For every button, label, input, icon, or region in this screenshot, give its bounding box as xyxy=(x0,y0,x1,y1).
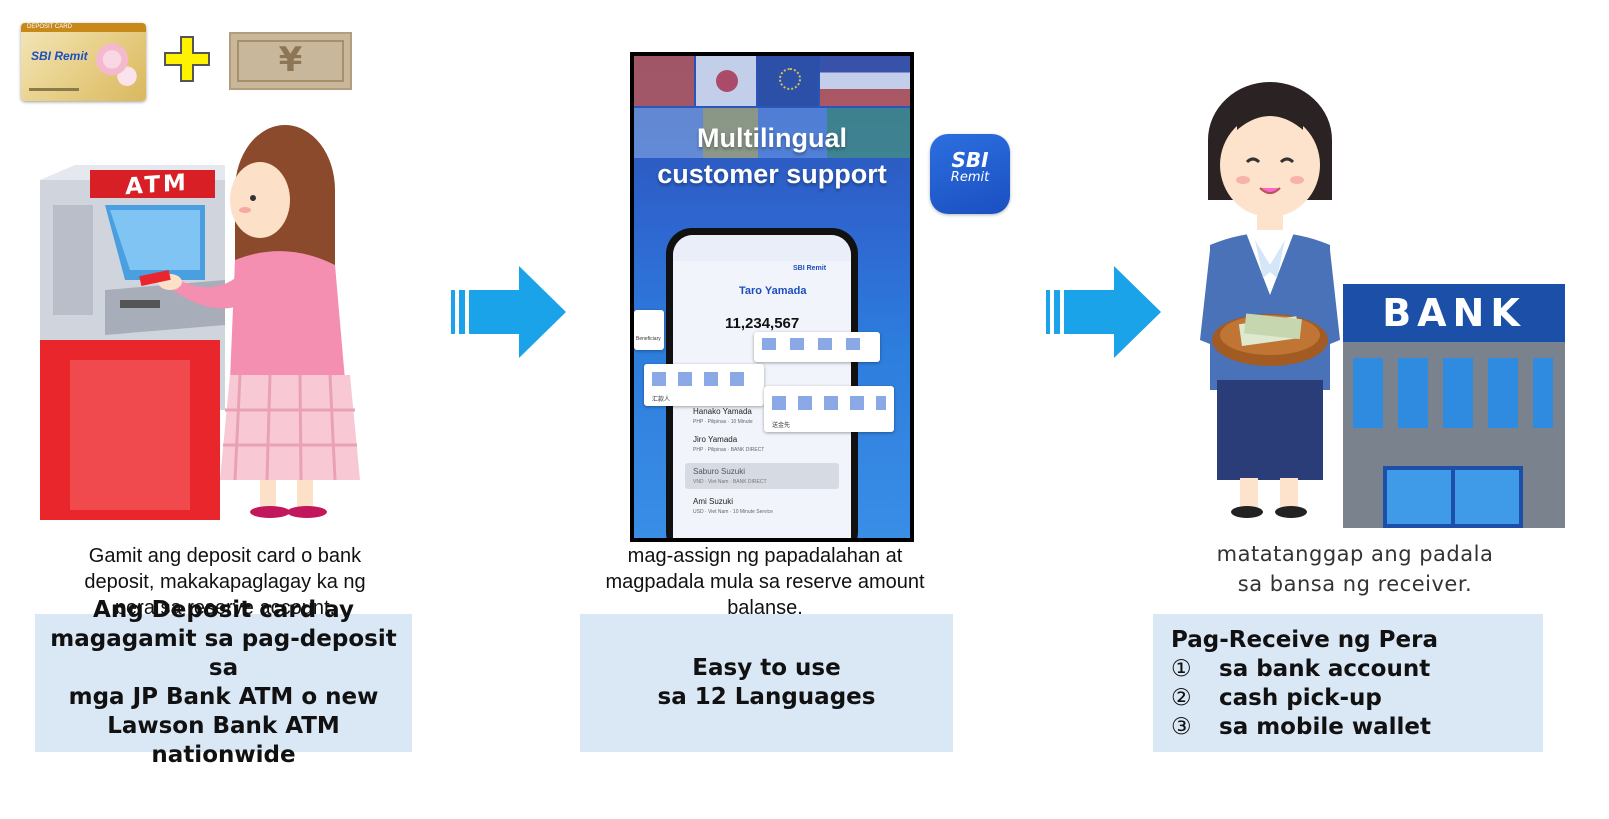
caption-line: magpadala mula sa reserve amount xyxy=(605,571,925,593)
caption-line: deposit, makakapaglagay ka ng xyxy=(84,571,366,593)
box-line: Ang Deposit card ay xyxy=(93,597,354,623)
caption-app: mag-assign ng papadalahan at magpadala m… xyxy=(580,543,950,621)
flag-japan xyxy=(696,56,756,106)
card-number-line xyxy=(29,88,79,91)
box-line: magagamit sa pag-deposit sa xyxy=(50,626,397,681)
option-text: sa bank account xyxy=(1219,656,1431,682)
beneficiary-tab: Beneficiary xyxy=(634,310,664,350)
headline-line-2: customer support xyxy=(657,159,887,189)
receive-option: ① sa bank account xyxy=(1171,655,1543,684)
box-line: Lawson Bank ATM nationwide xyxy=(107,713,340,768)
bank-teller-illustration xyxy=(1200,82,1340,518)
recipient-name: Hanako Yamada xyxy=(693,407,752,416)
recipient-sub: PHP · Pilipinas · BANK DIRECT xyxy=(693,447,765,453)
bank-sign: BANK xyxy=(1343,284,1565,342)
flag-china xyxy=(634,56,694,106)
option-number: ③ xyxy=(1171,714,1192,740)
deposit-card: DEPOSIT CARD SBI Remit xyxy=(21,23,146,101)
caption-line: balanse. xyxy=(727,597,803,619)
flag-row2 xyxy=(634,108,910,158)
receive-option: ② cash pick-up xyxy=(1171,684,1543,713)
recipient-name: Ami Suzuki xyxy=(693,497,734,506)
option-number: ① xyxy=(1171,656,1192,682)
box-line: Easy to use xyxy=(692,655,841,681)
caption-line: mag-assign ng papadalahan at xyxy=(627,545,903,567)
app-promo-image: Multilingual customer support SBI Remit … xyxy=(630,52,914,542)
recipient-name: Jiro Yamada xyxy=(693,435,738,444)
plaid-skirt xyxy=(220,375,360,480)
atm-illustration xyxy=(40,125,360,520)
box-line: mga JP Bank ATM o new xyxy=(68,684,379,710)
caption-line: pera sa reserve account. xyxy=(114,597,336,619)
right-arrow-icon xyxy=(1046,266,1161,358)
receive-option: ③ sa mobile wallet xyxy=(1171,713,1543,742)
deposit-info-box: Ang Deposit card ay magagamit sa pag-dep… xyxy=(35,597,412,768)
flag-generic xyxy=(820,56,910,106)
language-card xyxy=(754,332,880,362)
caption-line: Gamit ang deposit card o bank xyxy=(88,545,362,567)
sbi-remit-app-icon: SBI Remit xyxy=(930,134,1010,214)
recipient-sub: PHP · Pilipinas · 10 Minute xyxy=(693,419,753,425)
phone-top-bar xyxy=(673,235,851,261)
option-text: sa mobile wallet xyxy=(1219,714,1431,740)
phone-user-name: Taro Yamada xyxy=(739,285,807,297)
bank-building: BANK xyxy=(1343,284,1565,528)
jp-label: 汇款人 xyxy=(652,397,671,403)
receive-box-title: Pag-Receive ng Pera xyxy=(1171,627,1438,653)
bank-sign-label: BANK xyxy=(1382,291,1526,335)
yen-banknote: ¥ xyxy=(229,32,352,90)
recipient-name: Saburo Suzuki xyxy=(693,467,746,476)
option-number: ② xyxy=(1171,685,1192,711)
yen-symbol: ¥ xyxy=(278,40,303,80)
caption-deposit: Gamit ang deposit card o bank deposit, m… xyxy=(40,543,410,621)
recipient-sub: USD · Viet Nam · 10 Minute Service xyxy=(693,509,773,515)
phone-balance: 11,234,567 xyxy=(725,315,800,332)
language-card: 汇款人 xyxy=(644,364,764,406)
pink-cardigan xyxy=(230,251,345,380)
receive-info-box: Pag-Receive ng Pera ① sa bank account ② … xyxy=(1153,614,1543,752)
recipient-sub: VND · Viet Nam · BANK DIRECT xyxy=(693,479,767,485)
card-flower-decoration xyxy=(92,37,142,93)
language-card: 送金先 xyxy=(764,386,894,432)
app-info-box: Easy to use sa 12 Languages xyxy=(580,614,953,752)
caption-line: sa bansa ng receiver. xyxy=(1237,572,1473,596)
phone-brand: SBI Remit xyxy=(793,265,827,272)
card-header: DEPOSIT CARD xyxy=(21,23,146,32)
option-text: cash pick-up xyxy=(1219,685,1382,711)
headline-line-1: Multilingual xyxy=(697,123,847,153)
right-arrow-icon xyxy=(451,266,566,358)
caption-receive: matatanggap ang padala sa bansa ng recei… xyxy=(1170,539,1540,599)
card-brand: SBI Remit xyxy=(31,49,88,63)
app-icon-brand-2: Remit xyxy=(950,170,990,185)
app-icon-brand-1: SBI xyxy=(951,148,989,172)
caption-line: matatanggap ang padala xyxy=(1216,542,1494,566)
jp-label: 送金先 xyxy=(772,423,791,429)
box-line: sa 12 Languages xyxy=(657,684,876,710)
plus-icon xyxy=(164,36,210,82)
flag-eu xyxy=(758,56,818,106)
atm-sign-bg xyxy=(90,170,215,198)
beneficiary-label: Beneficiary xyxy=(636,336,661,342)
